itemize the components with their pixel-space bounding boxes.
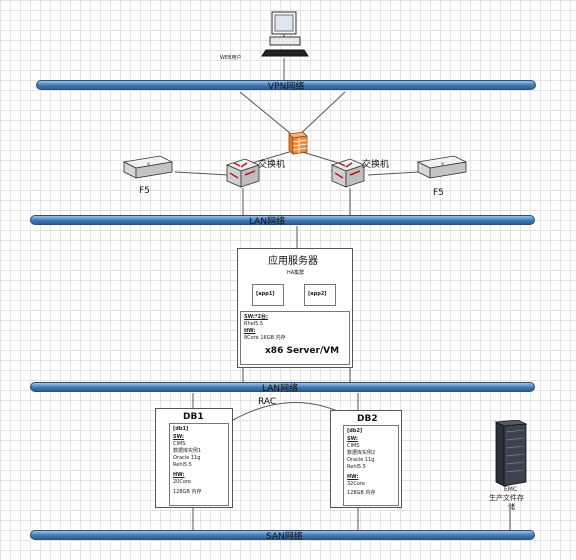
db2-tag: [db2]	[347, 428, 363, 434]
app-platform-label: x86 Server/VM	[265, 346, 340, 356]
app1-label: [app1]	[256, 291, 275, 297]
app-hw-label: HW:	[244, 328, 256, 334]
app-sw-label: SW:*2台:	[244, 314, 269, 320]
storage-label-line2: 储	[508, 503, 515, 511]
app-server-box: 应用服务器 HA集群 [app1] [app2] SW:*2台: Rhel5.5…	[237, 248, 353, 368]
storage-label-line1: 生产文件存	[489, 494, 524, 502]
svg-text:×: ×	[146, 161, 151, 168]
db2-spec-box: [db2] SW: CIMS 数据库实例2 Oracle 11g Rehl5.5…	[343, 425, 399, 506]
app1-box: [app1]	[252, 284, 284, 306]
rac-label: RAC	[258, 397, 277, 407]
lan-network-bus-top	[30, 215, 535, 225]
db1-sw-line: Oracle 11g	[173, 455, 201, 461]
app-hw-value: 8Core 16GB 内存	[244, 335, 286, 341]
switch-icon	[330, 158, 366, 188]
storage-array-icon	[494, 420, 528, 487]
web-user-label: WEB用户	[220, 55, 242, 61]
db2-hw-line: 32Core	[347, 481, 365, 487]
db1-sw-line: Rehl5.5	[173, 462, 192, 468]
db1-title: DB1	[183, 412, 204, 422]
load-balancer-icon: ×	[122, 155, 174, 179]
app-server-title: 应用服务器	[268, 256, 318, 267]
db2-hw-line: 128GB 内存	[347, 490, 376, 496]
app2-label: [app2]	[308, 291, 327, 297]
db1-sw-label: SW:	[173, 434, 184, 440]
switch-icon	[225, 158, 261, 188]
lan-network-label-bottom: LAN网络	[262, 384, 299, 394]
san-network-label: SAN网络	[266, 532, 303, 542]
storage-brand-label: EMC	[504, 486, 518, 493]
db2-sw-line: 数据库实例2	[347, 450, 376, 456]
db2-sw-line: Oracle 11g	[347, 457, 375, 463]
switch-right-label: 交换机	[362, 160, 390, 170]
db2-sw-label: SW:	[347, 436, 358, 442]
ha-cluster-label: HA集群	[285, 269, 307, 276]
firewall-icon	[288, 131, 308, 155]
f5-right-label: F5	[433, 188, 444, 198]
db2-hw-label: HW:	[347, 474, 359, 480]
db1-sw-line: 数据库实例1	[173, 448, 202, 454]
db2-sw-line: Rehl5.5	[347, 464, 366, 470]
lan-network-label-top: LAN网络	[249, 217, 286, 227]
svg-text:×: ×	[440, 161, 445, 168]
vpn-network-bus	[36, 80, 536, 90]
f5-left-label: F5	[139, 186, 150, 196]
db1-hw-label: HW:	[173, 472, 185, 478]
db1-hw-line: 20Core	[173, 479, 191, 485]
switch-left-label: 交换机	[258, 160, 286, 170]
vpn-network-label: VPN网络	[268, 82, 305, 92]
san-network-bus	[30, 530, 535, 540]
db2-sw-line: CIMS	[347, 443, 360, 449]
db1-tag: [db1]	[173, 426, 189, 432]
app2-box: [app2]	[304, 284, 336, 306]
load-balancer-icon: ×	[416, 155, 468, 179]
db1-sw-line: CIMS	[173, 441, 186, 447]
db2-title: DB2	[357, 414, 378, 424]
db1-hw-line: 128GB 内存	[173, 489, 202, 495]
lan-network-bus-bottom	[30, 382, 535, 392]
app-server-spec-box: SW:*2台: Rhel5.5 HW: 8Core 16GB 内存 x86 Se…	[240, 311, 350, 365]
db2-box: DB2 [db2] SW: CIMS 数据库实例2 Oracle 11g Reh…	[330, 410, 402, 508]
pc-icon	[261, 11, 309, 57]
db1-spec-box: [db1] SW: CIMS 数据库实例1 Oracle 11g Rehl5.5…	[169, 423, 229, 506]
app-sw-value: Rhel5.5	[244, 321, 264, 327]
db1-box: DB1 [db1] SW: CIMS 数据库实例1 Oracle 11g Reh…	[155, 408, 233, 508]
